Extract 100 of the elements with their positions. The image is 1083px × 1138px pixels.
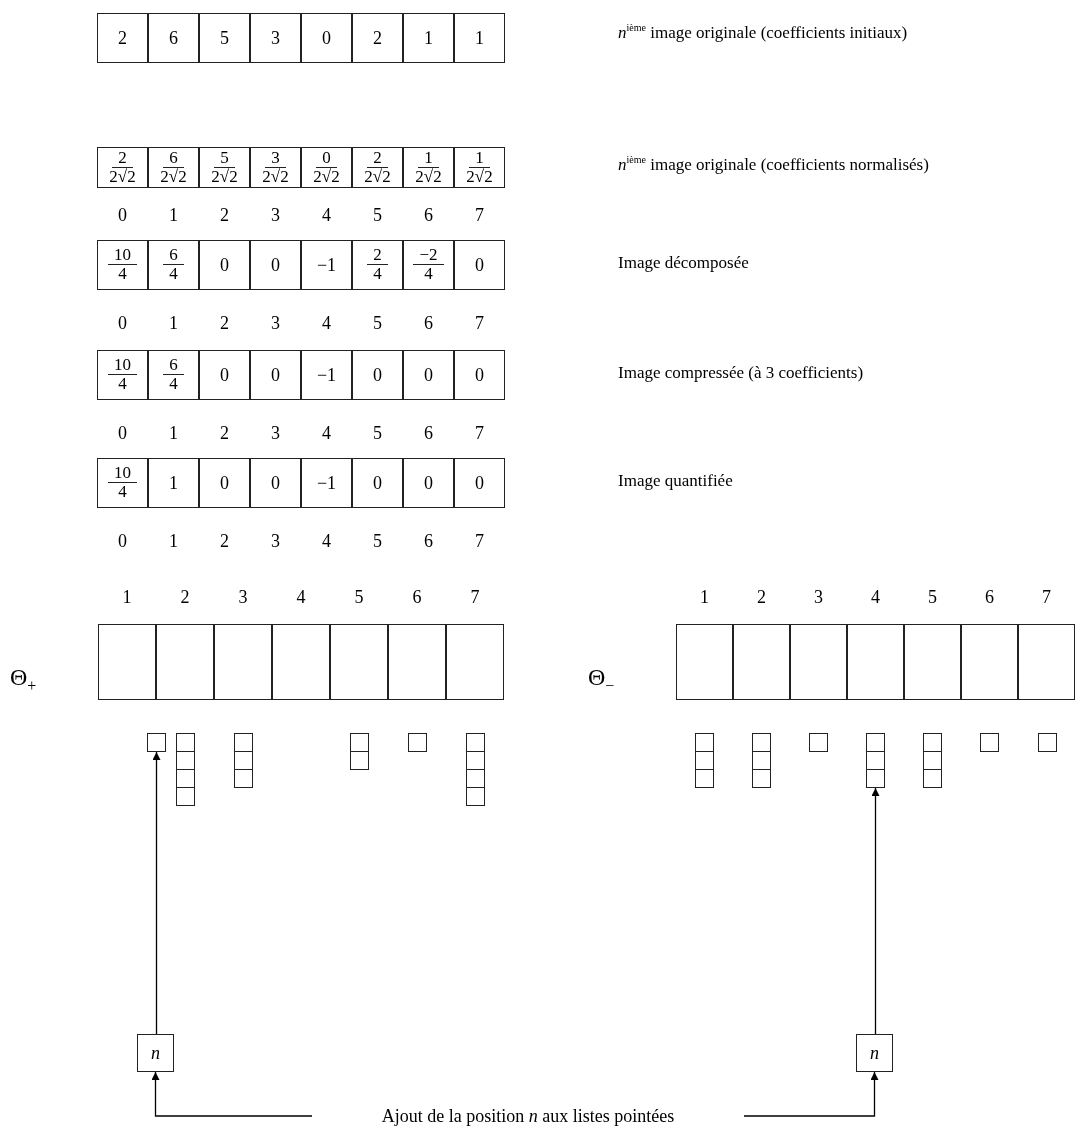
index-number: 3: [813, 587, 824, 607]
cell-value: 0: [475, 256, 484, 274]
cell-value: 0: [271, 366, 280, 384]
list-entry-box: [809, 733, 828, 752]
index-number: 0: [117, 423, 128, 443]
cell-value: 0: [220, 256, 229, 274]
index-number: 4: [321, 531, 332, 551]
list-entry-box: [234, 751, 253, 770]
array-cell: [97, 13, 148, 63]
row-caption: Image décomposée: [618, 253, 749, 273]
fraction-numerator: 6: [163, 246, 184, 266]
array-cell: [301, 13, 352, 63]
position-box: [137, 1034, 174, 1072]
index-number: 4: [321, 423, 332, 443]
cell-value: −1: [316, 256, 337, 274]
cell-value: n: [870, 1044, 879, 1062]
fraction-numerator: −2: [413, 246, 444, 266]
list-entry-box: [752, 751, 771, 770]
fraction-numerator: 2: [367, 148, 388, 168]
arrow: [743, 1071, 879, 1117]
index-number: 1: [121, 587, 133, 607]
index-number: 4: [321, 205, 332, 225]
list-entry-box: [752, 769, 771, 788]
index-number: 7: [474, 531, 485, 551]
cell-value: 5: [220, 29, 229, 47]
fraction-denominator: 2√2: [109, 167, 136, 187]
list-entry-box: [234, 769, 253, 788]
index-number: 1: [168, 531, 179, 551]
row-caption: Image quantifiée: [618, 471, 733, 491]
cell-value: −1: [316, 474, 337, 492]
arrow: [871, 787, 880, 1035]
fraction-numerator: 10: [108, 464, 137, 484]
cell-value: 0: [220, 366, 229, 384]
list-entry-box: [923, 733, 942, 752]
array-cell: [403, 13, 454, 63]
fraction-numerator: 1: [469, 148, 490, 168]
fraction-denominator: 2√2: [211, 167, 238, 187]
index-number: 5: [372, 423, 383, 443]
row-caption: n$^{ième}$ image originale (coefficients initiaux): [618, 22, 908, 43]
list-entry-box: [866, 733, 885, 752]
index-number: 6: [423, 531, 434, 551]
list-entry-box: [466, 769, 485, 788]
index-number: 6: [423, 313, 434, 333]
index-number: 1: [168, 205, 179, 225]
row-caption: n$^{ième}$ image originale (coefficients normalisés): [618, 154, 929, 175]
index-number: 2: [756, 587, 767, 607]
index-number: 7: [469, 587, 481, 607]
index-number: 3: [270, 423, 281, 443]
list-entry-box: [147, 733, 166, 752]
fraction-numerator: 1: [418, 148, 439, 168]
fraction-numerator: 0: [316, 148, 337, 168]
fraction-denominator: 2√2: [160, 167, 187, 187]
arrow: [152, 751, 161, 1035]
fraction-numerator: 3: [265, 148, 286, 168]
fraction-denominator: 2√2: [415, 167, 442, 187]
fraction-denominator: 2√2: [262, 167, 289, 187]
index-number: 6: [423, 205, 434, 225]
fraction-numerator: 10: [108, 356, 137, 376]
index-number: 2: [219, 423, 230, 443]
fraction-denominator: 4: [118, 375, 127, 394]
fraction-denominator: 4: [373, 265, 382, 284]
row-caption: Image compressée (à 3 coefficients): [618, 363, 864, 383]
fraction-numerator: 6: [163, 356, 184, 376]
index-number: 7: [474, 423, 485, 443]
index-number: 4: [870, 587, 881, 607]
fraction-denominator: 2√2: [313, 167, 340, 187]
array-cell: [250, 13, 301, 63]
index-number: 2: [219, 531, 230, 551]
list-entry-box: [176, 787, 195, 806]
cell-value: 1: [424, 29, 433, 47]
cell-value: −1: [316, 366, 337, 384]
fraction-denominator: 4: [424, 265, 433, 284]
list-entry-box: [923, 751, 942, 770]
list-entry-box: [1038, 733, 1057, 752]
list-entry-box: [176, 769, 195, 788]
list-entry-box: [408, 733, 427, 752]
list-entry-box: [176, 733, 195, 752]
index-number: 1: [699, 587, 710, 607]
fraction-numerator: 2: [367, 246, 388, 266]
cell-value: 2: [118, 29, 127, 47]
index-number: 7: [474, 205, 485, 225]
fraction-numerator: 6: [163, 148, 184, 168]
list-entry-box: [466, 787, 485, 806]
cell-value: 0: [373, 474, 382, 492]
list-entry-box: [695, 751, 714, 770]
index-number: 3: [270, 313, 281, 333]
cell-value: 2: [373, 29, 382, 47]
cell-value: 0: [475, 474, 484, 492]
cell-value: 0: [322, 29, 331, 47]
index-number: 0: [117, 205, 128, 225]
array-cell: [454, 13, 505, 63]
cell-value: n: [151, 1044, 160, 1062]
cell-value: 0: [424, 474, 433, 492]
list-entry-box: [466, 733, 485, 752]
list-entry-box: [866, 769, 885, 788]
index-number: 0: [117, 313, 128, 333]
fraction-denominator: 4: [169, 375, 178, 394]
array-cell: [148, 13, 199, 63]
index-number: 3: [237, 587, 249, 607]
fraction-numerator: 10: [108, 246, 137, 266]
